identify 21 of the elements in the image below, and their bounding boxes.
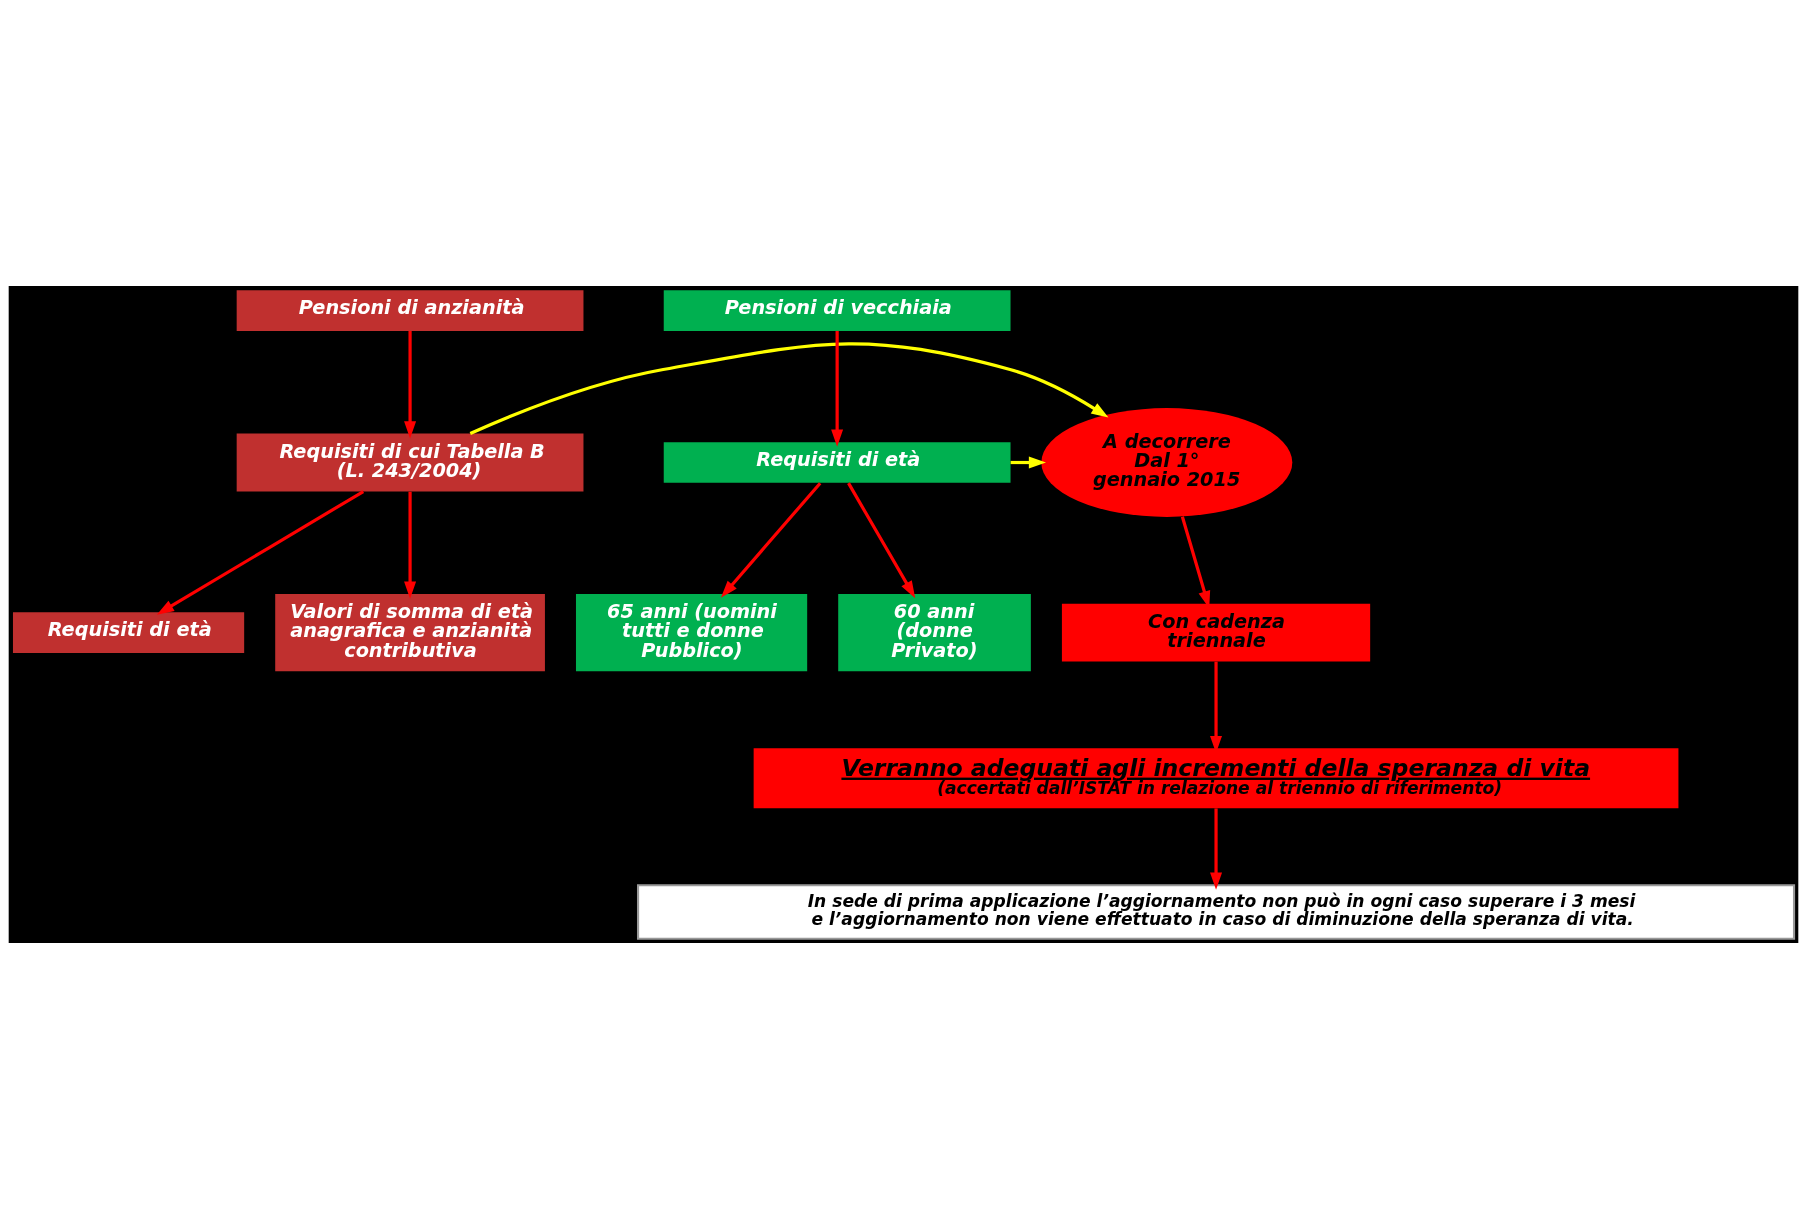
node-box: Pensioni di anzianità — [236, 290, 584, 331]
node-ellipse: A decorrere Dal 1° gennaio 2015 — [1041, 408, 1293, 517]
arrow — [404, 491, 417, 599]
arrow — [404, 330, 417, 439]
node-box: Requisiti di età — [663, 442, 1011, 483]
node-box: Verranno adeguati agli incrementi della speranza di vita (accertati dall’ISTAT in relazione al triennio di riferimento) — [753, 748, 1679, 809]
node-box: Valori di somma di età anagrafica e anzianità contributiva — [275, 594, 545, 672]
node-box: Requisiti di cui Tabella B (L. 243/2004) — [236, 433, 584, 492]
arrow — [1210, 808, 1223, 890]
node-box: 60 anni (donne Privato) — [838, 594, 1031, 672]
arrow — [831, 330, 844, 447]
node-box: Con cadenza triennale — [1061, 603, 1371, 662]
arrow — [1010, 456, 1046, 469]
arrow — [720, 482, 822, 598]
node-box: In sede di prima applicazione l’aggiornamento non può in ogni caso superare i 3 mesi e l’aggiornamento non viene effettuato in caso di diminuzione della speranza di vita. — [636, 884, 1796, 940]
arrow — [156, 490, 365, 615]
node-box: Pensioni di vecchiaia — [663, 290, 1011, 331]
arrow — [847, 482, 916, 599]
node-box: 65 anni (uomini tutti e donne Pubblico) — [575, 594, 808, 672]
node-box: Requisiti di età — [12, 612, 245, 653]
arrow — [469, 342, 1109, 435]
